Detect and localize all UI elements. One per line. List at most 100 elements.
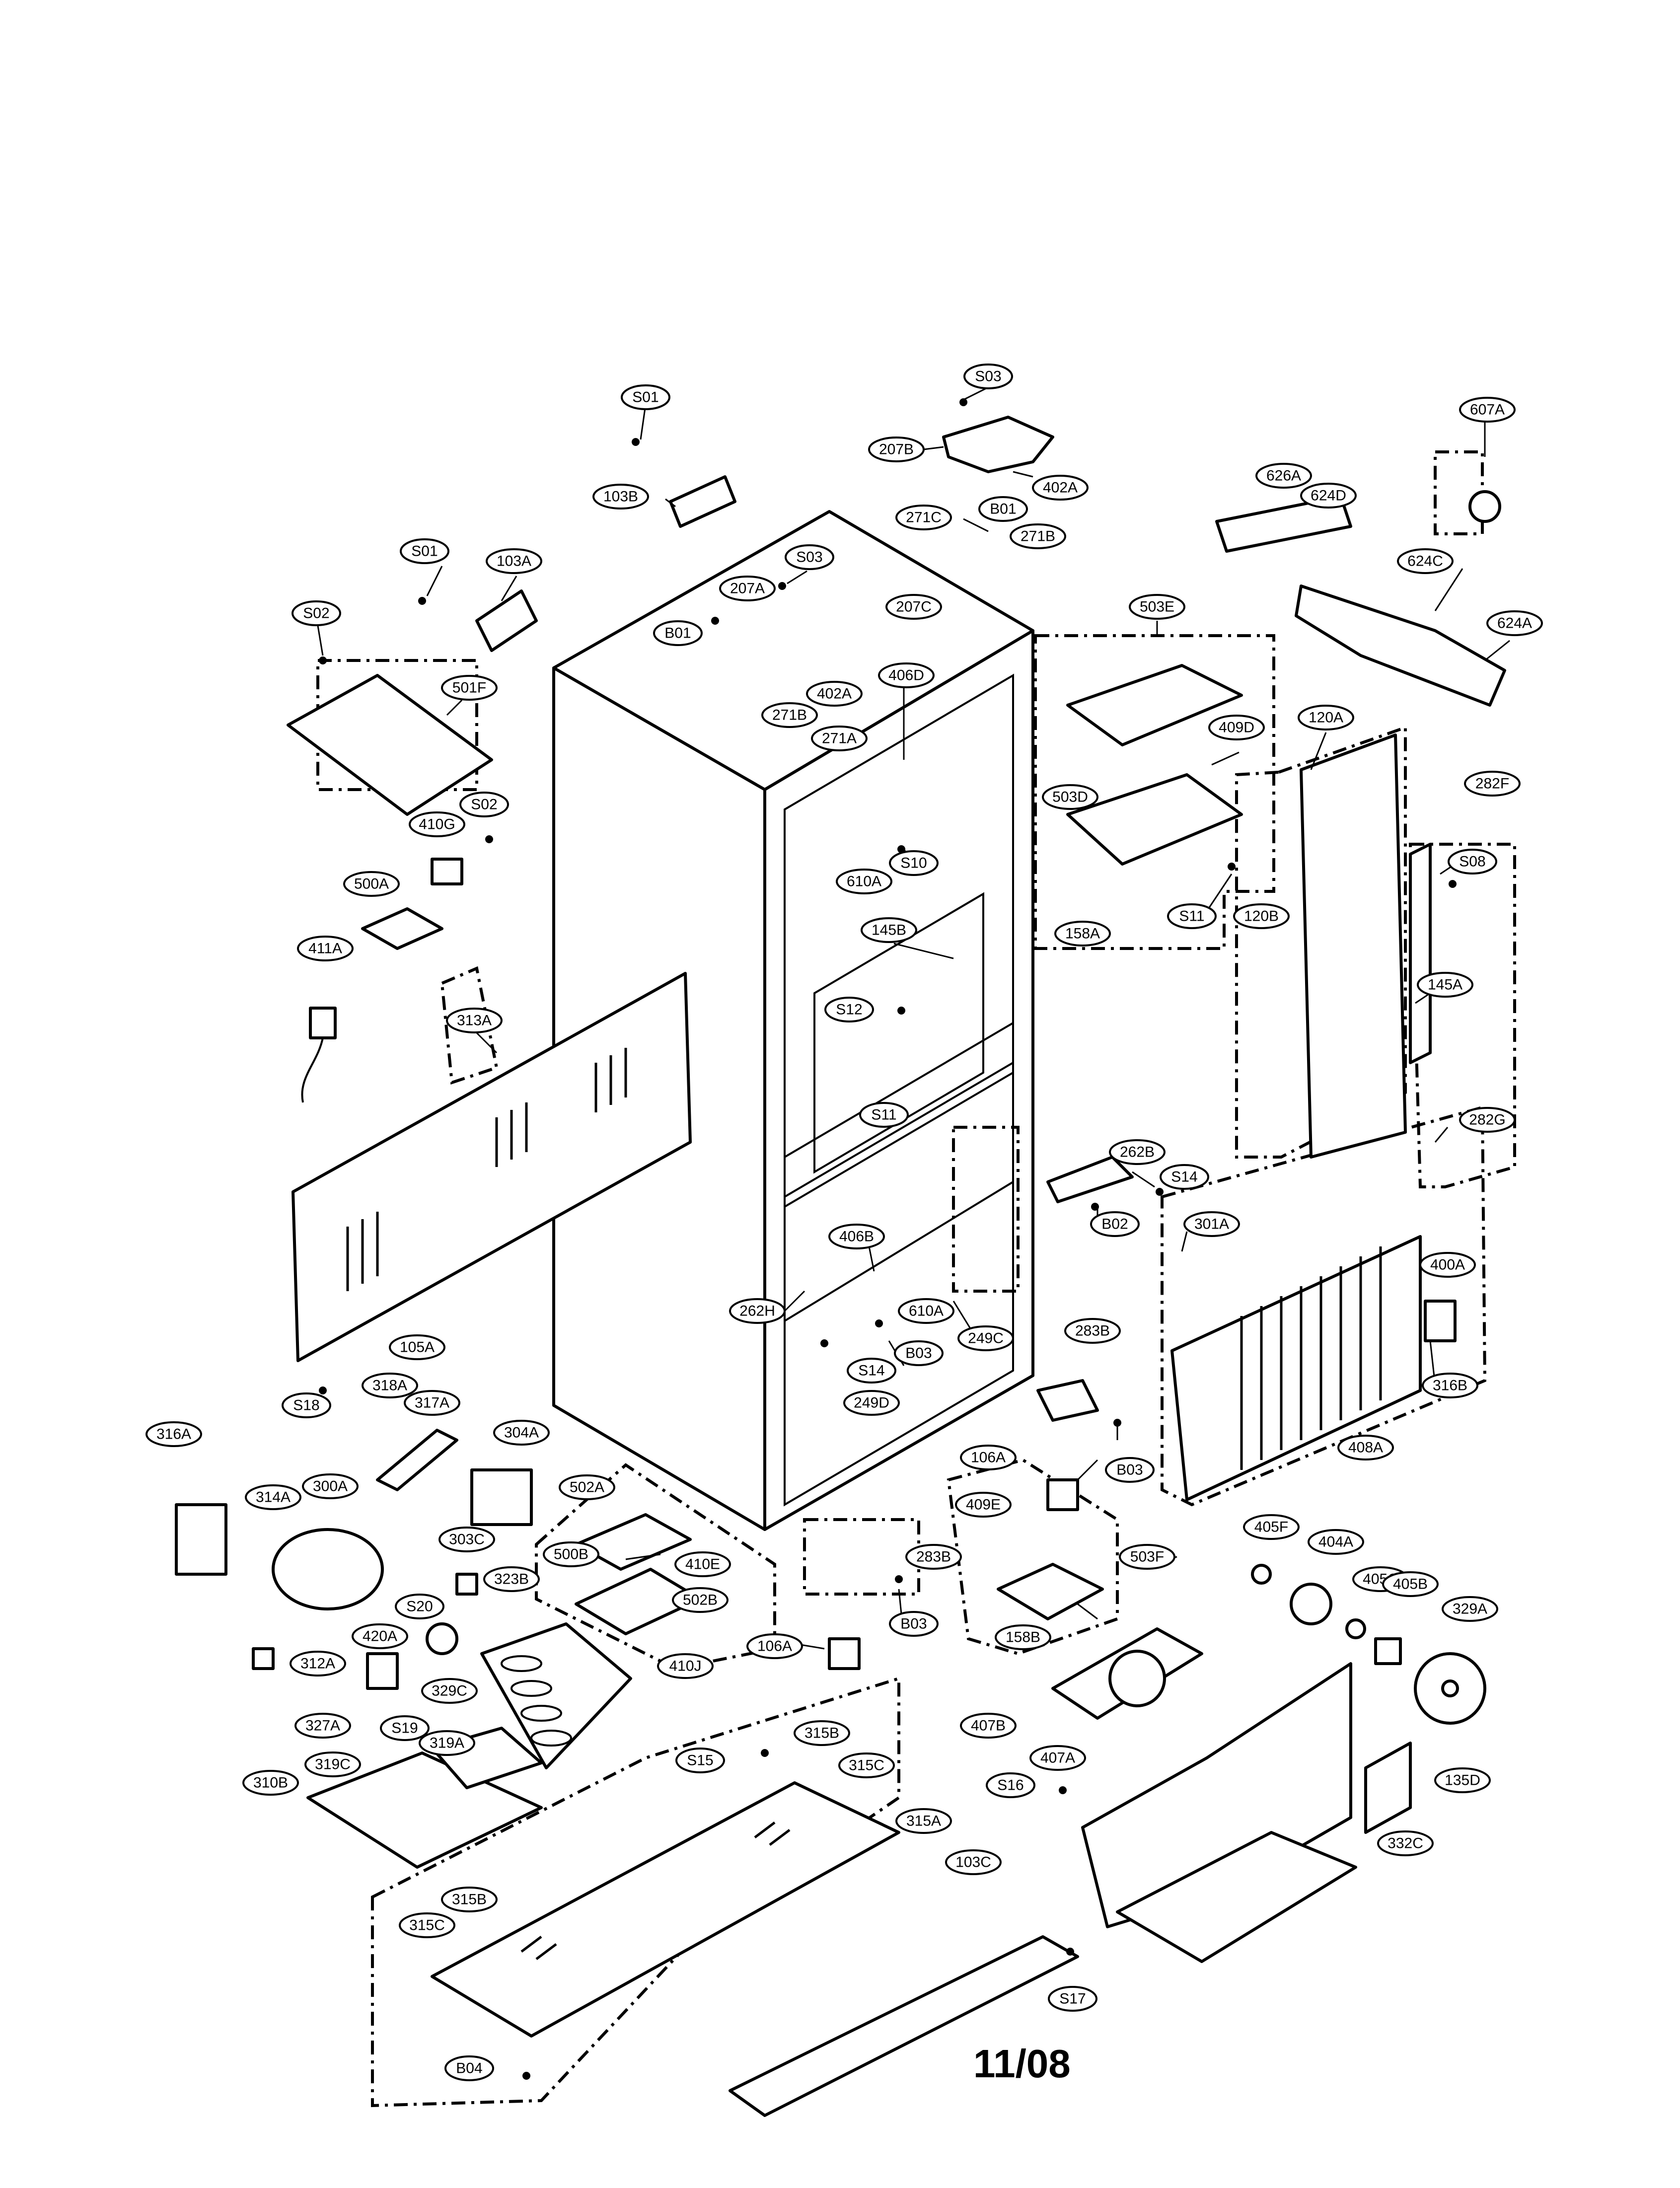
callout-label: 319C <box>315 1756 351 1773</box>
callout-label: 316A <box>156 1426 191 1443</box>
callout-262b: 262B <box>1109 1139 1166 1165</box>
callout-label: 282F <box>1475 776 1509 792</box>
callout-283b-right: 283B <box>1064 1318 1121 1344</box>
callout-label: 406D <box>888 667 924 684</box>
callout-label: 503E <box>1140 599 1174 615</box>
callout-329a: 329A <box>1442 1596 1498 1622</box>
callout-label: 310B <box>253 1775 288 1791</box>
callout-315c-top: 315C <box>838 1752 895 1778</box>
callout-label: S16 <box>997 1777 1023 1794</box>
callout-label: 106A <box>971 1450 1006 1466</box>
callout-271c: 271C <box>895 505 952 530</box>
callout-s14-mid: S14 <box>847 1358 896 1384</box>
callout-label: 249D <box>854 1395 889 1411</box>
callout-label: 271B <box>772 707 807 724</box>
revision-date: 11/08 <box>973 2042 1071 2086</box>
callout-319a: 319A <box>419 1730 475 1756</box>
callout-303c: 303C <box>438 1527 495 1552</box>
callout-315a: 315A <box>895 1808 952 1834</box>
callout-label: 410E <box>685 1556 720 1573</box>
callout-label: 315C <box>849 1757 884 1774</box>
callout-label: 312A <box>300 1656 335 1672</box>
callout-s11-mid: S11 <box>859 1102 909 1128</box>
callout-404a: 404A <box>1308 1529 1364 1555</box>
callout-label: 329A <box>1453 1601 1487 1617</box>
callout-332c: 332C <box>1377 1830 1434 1856</box>
callout-400a: 400A <box>1419 1252 1476 1278</box>
callout-label: 329C <box>432 1683 467 1699</box>
callout-409d: 409D <box>1208 715 1265 740</box>
callout-b01-mid: B01 <box>653 620 703 646</box>
callout-406b: 406B <box>828 1224 885 1249</box>
callout-label: 103C <box>955 1854 991 1871</box>
callout-103b: 103B <box>592 484 649 510</box>
callout-282f: 282F <box>1464 771 1521 797</box>
callout-327a: 327A <box>294 1713 351 1739</box>
callout-500b: 500B <box>543 1541 599 1567</box>
callout-label: 410J <box>669 1658 701 1675</box>
callout-120a: 120A <box>1298 705 1354 730</box>
callout-410g: 410G <box>409 811 465 837</box>
callout-501f: 501F <box>441 675 498 701</box>
callout-314a: 314A <box>245 1484 301 1510</box>
callout-271a: 271A <box>811 726 868 751</box>
callout-label: S11 <box>1179 908 1204 925</box>
callout-624a: 624A <box>1486 610 1543 636</box>
callout-label: 323B <box>494 1571 529 1588</box>
callout-249c: 249C <box>957 1325 1014 1351</box>
callout-b03-right: B03 <box>1105 1457 1155 1483</box>
callout-158b: 158B <box>995 1624 1051 1650</box>
callout-label: 624A <box>1497 615 1532 632</box>
callout-310b: 310B <box>242 1770 299 1796</box>
callout-s03-mid: S03 <box>785 544 834 570</box>
callout-label: 327A <box>305 1718 340 1734</box>
callout-label: 303C <box>449 1532 485 1548</box>
callout-label: 402A <box>817 686 852 702</box>
callout-409e: 409E <box>955 1492 1012 1518</box>
callout-label: 262B <box>1120 1144 1155 1161</box>
callout-label: 500A <box>354 876 389 892</box>
callout-label: 405F <box>1254 1519 1288 1535</box>
callout-318a: 318A <box>362 1373 418 1398</box>
callout-410e: 410E <box>674 1551 731 1577</box>
callout-label: 607A <box>1470 402 1505 418</box>
callout-label: 315B <box>804 1725 839 1742</box>
callout-label: 314A <box>256 1489 291 1506</box>
callout-label: 318A <box>372 1378 407 1394</box>
callout-label: B01 <box>990 501 1016 517</box>
callout-label: 271C <box>906 510 942 526</box>
callout-label: 207A <box>730 581 765 597</box>
callout-label: 315B <box>452 1892 487 1908</box>
callout-207b: 207B <box>868 437 925 462</box>
callout-s10: S10 <box>889 850 939 876</box>
callout-300a: 300A <box>302 1473 359 1499</box>
callout-label: 402A <box>1043 480 1078 496</box>
callout-315b-top: 315B <box>794 1720 850 1746</box>
callout-label: 103A <box>497 553 531 570</box>
callout-s02-top: S02 <box>292 600 341 626</box>
parts <box>175 416 1506 2117</box>
callout-label: 315C <box>409 1917 445 1934</box>
callout-s01-top: S01 <box>621 384 670 410</box>
callout-label: 400A <box>1430 1257 1465 1273</box>
callout-label: 120B <box>1244 908 1279 925</box>
callout-label: 271A <box>822 730 857 747</box>
callout-s01-left: S01 <box>400 538 449 564</box>
callout-label: S14 <box>858 1363 884 1379</box>
callout-label: B02 <box>1101 1216 1128 1233</box>
callout-408a: 408A <box>1337 1435 1394 1460</box>
callout-label: S08 <box>1459 854 1485 870</box>
callout-label: 145B <box>872 922 906 939</box>
callout-s19: S19 <box>380 1715 430 1741</box>
callout-s02-mid: S02 <box>459 792 509 817</box>
callout-label: 502A <box>570 1479 604 1496</box>
callout-label: 409E <box>966 1497 1001 1513</box>
callout-label: S02 <box>471 797 497 813</box>
callout-label: 503D <box>1052 789 1088 805</box>
callout-282g: 282G <box>1459 1107 1516 1133</box>
callout-106a-right: 106A <box>960 1445 1017 1470</box>
callout-label: 207B <box>879 441 914 458</box>
callout-label: 315A <box>906 1813 941 1829</box>
callout-b03-bottom: B03 <box>889 1611 939 1637</box>
callout-label: S10 <box>900 855 927 872</box>
